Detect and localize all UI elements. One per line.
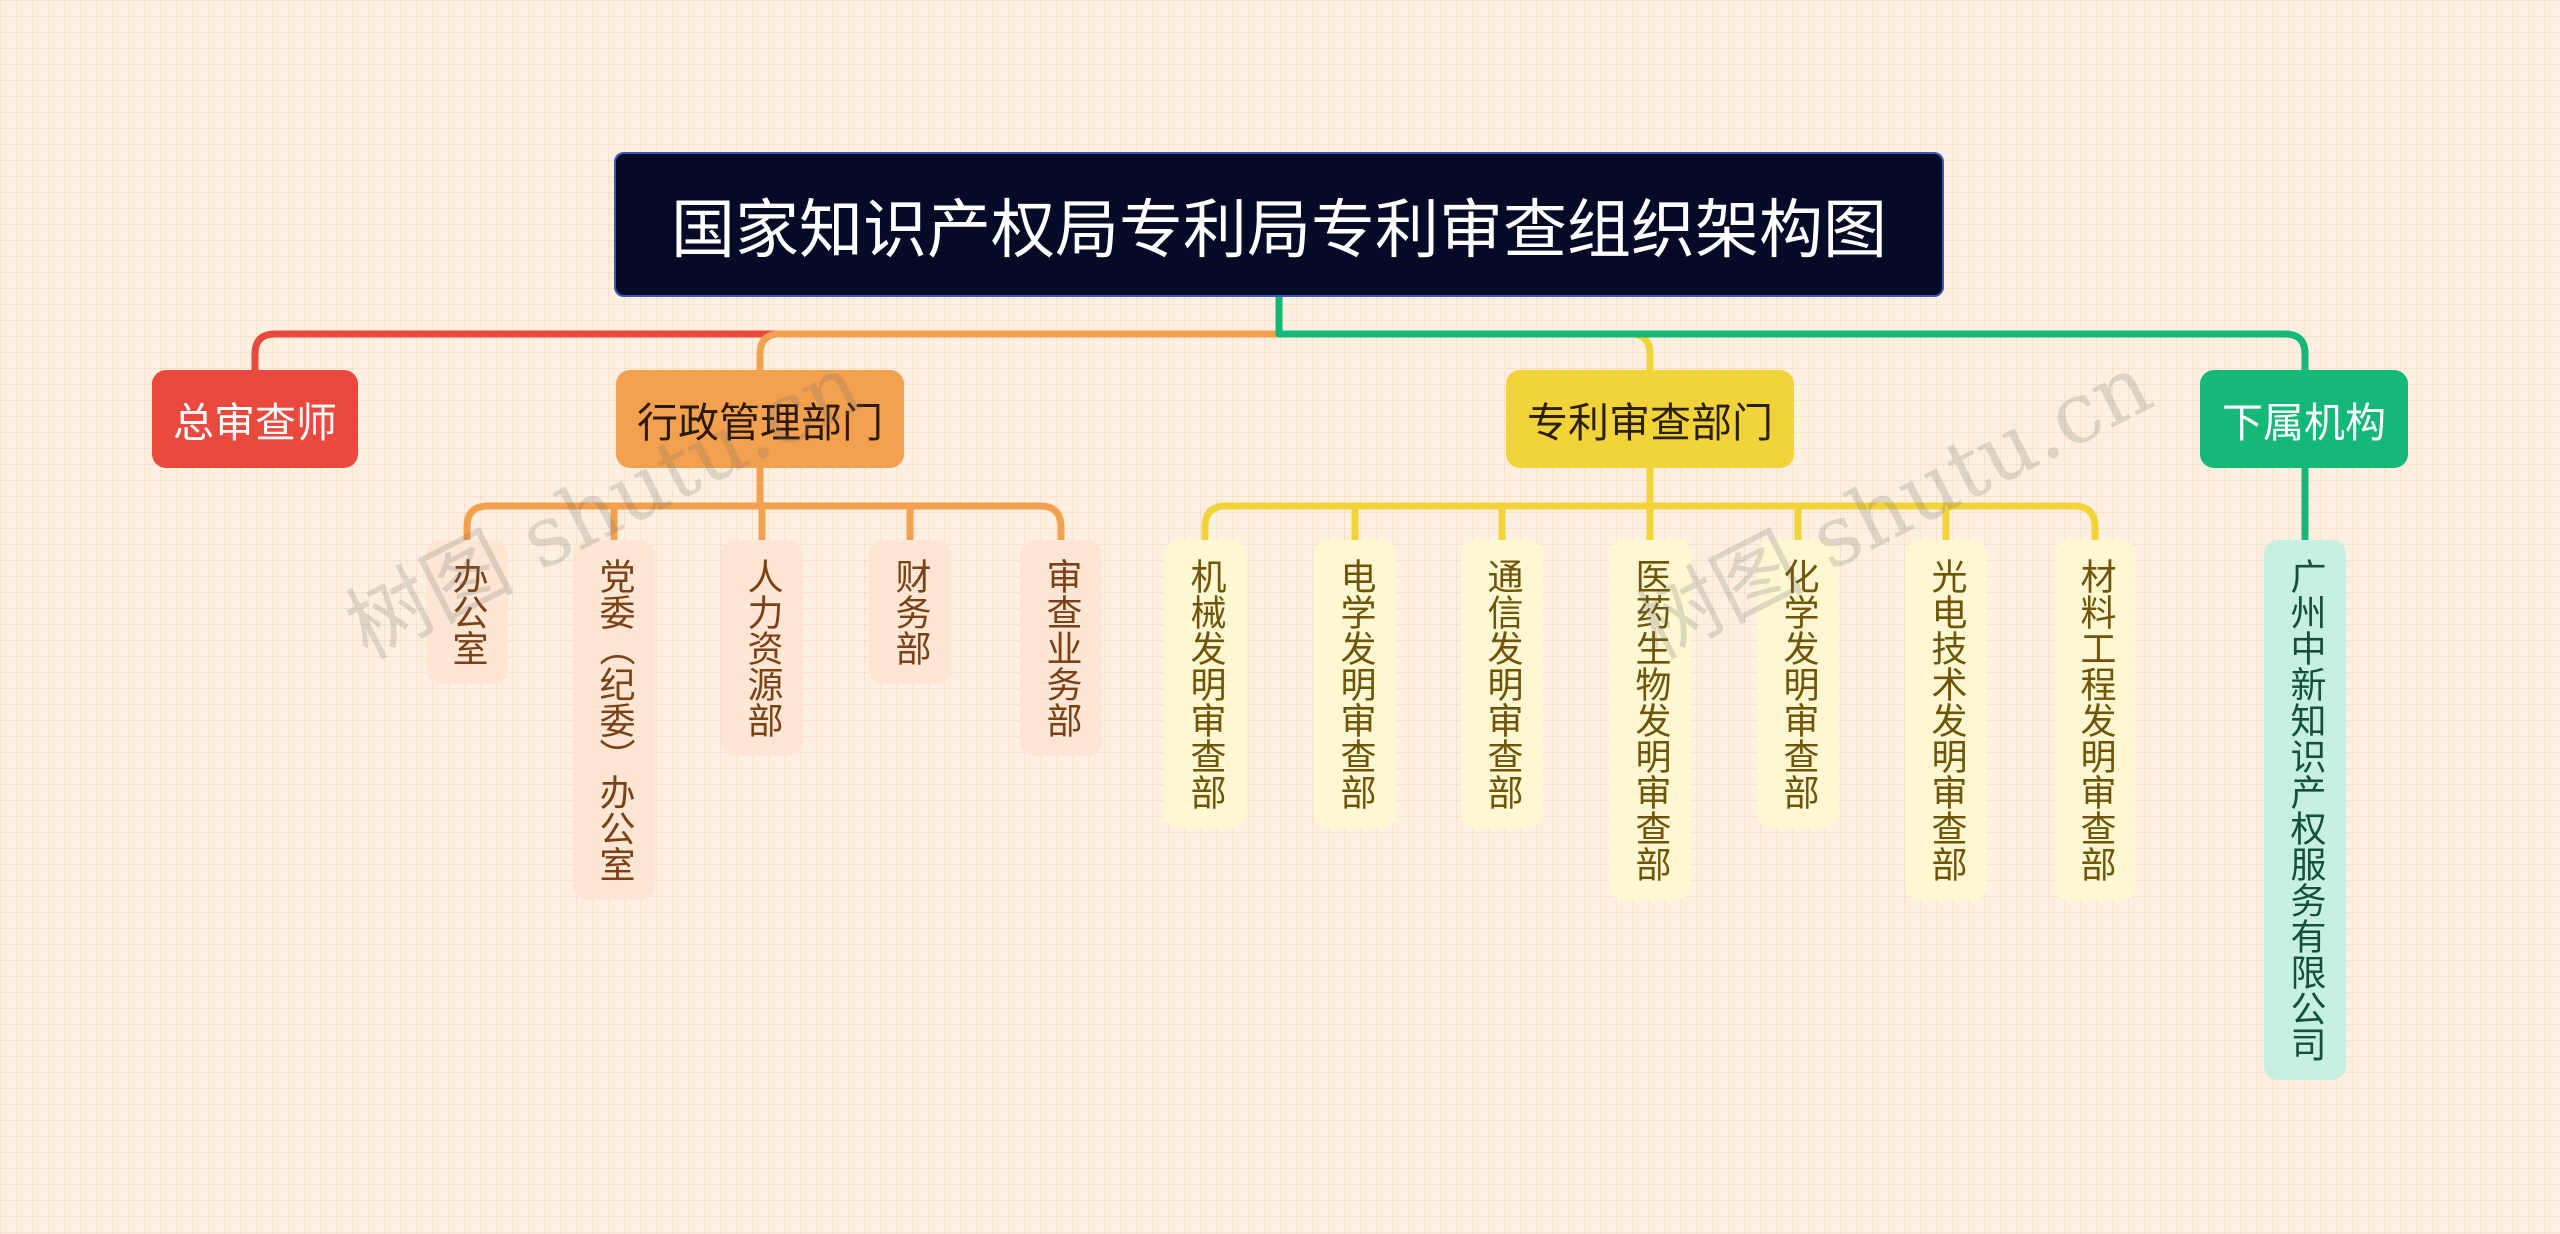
- connector-root-patent: [1275, 330, 1654, 374]
- dept-medical-biological-invention: 医药生物发明审查部: [1609, 540, 1691, 900]
- connector-root-chief: [251, 293, 1283, 374]
- connector-patent-group: [1201, 464, 2099, 544]
- dept-examination-affairs: 审查业务部: [1020, 540, 1102, 756]
- category-patent-examination-departments: 专利审查部门: [1506, 370, 1794, 468]
- dept-office: 办公室: [426, 540, 508, 684]
- connector-root-subsidiary: [1275, 293, 2309, 374]
- dept-human-resources: 人力资源部: [721, 540, 803, 756]
- category-subsidiaries: 下属机构: [2200, 370, 2408, 468]
- connector-admin-group: [463, 464, 1065, 544]
- dept-materials-engineering-invention: 材料工程发明审查部: [2054, 540, 2136, 900]
- subsidiary-guangzhou-zhongxin: 广州中新知识产权服务有限公司: [2264, 540, 2346, 1080]
- dept-optoelectronic-invention: 光电技术发明审查部: [1905, 540, 1987, 900]
- category-admin-departments: 行政管理部门: [616, 370, 904, 468]
- dept-electrical-invention: 电学发明审查部: [1314, 540, 1396, 828]
- dept-party-committee-office: 党委（纪委）办公室: [573, 540, 655, 900]
- dept-finance: 财务部: [869, 540, 951, 684]
- diagram-title-node: 国家知识产权局专利局专利审查组织架构图: [614, 152, 1944, 297]
- dept-communication-invention: 通信发明审查部: [1461, 540, 1543, 828]
- dept-chemical-invention: 化学发明审查部: [1757, 540, 1839, 828]
- dept-mechanical-invention: 机械发明审查部: [1164, 540, 1246, 828]
- connector-root-admin: [756, 293, 1283, 374]
- category-chief-examiner: 总审查师: [152, 370, 358, 468]
